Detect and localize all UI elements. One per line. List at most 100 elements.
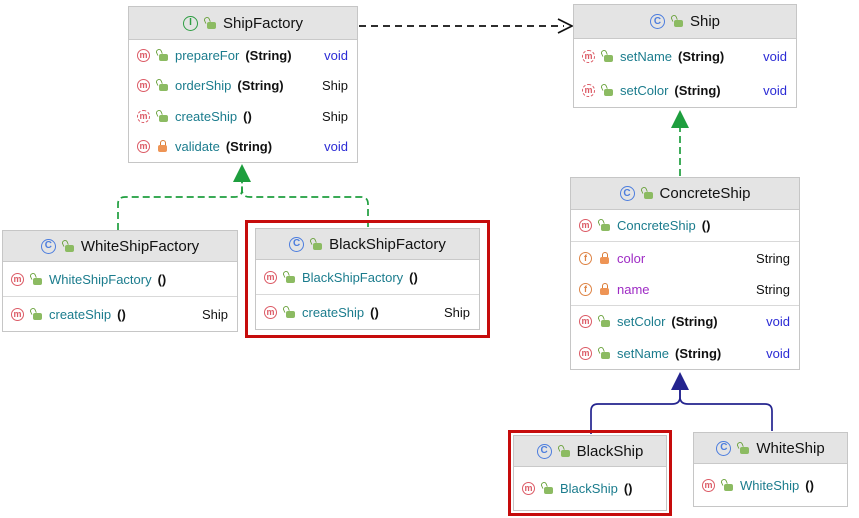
class-icon: C	[716, 440, 732, 456]
field-type: String	[756, 282, 790, 298]
public-lock-icon	[309, 236, 323, 251]
realization-edge-concreteship-ship[interactable]	[671, 110, 689, 176]
constructor-params: ()	[157, 271, 167, 287]
method-params: (String)	[245, 47, 292, 63]
field-name: color	[617, 250, 646, 266]
constructor-params: ()	[805, 477, 814, 493]
constructor-name: WhiteShipFactory	[49, 271, 152, 287]
class-title: WhiteShip	[756, 439, 825, 457]
constructor-params: ()	[701, 218, 711, 234]
return-type: void	[763, 82, 787, 98]
method-name: validate	[175, 139, 220, 155]
shipfactory-header[interactable]: I ShipFactory	[129, 7, 357, 40]
class-node-whiteshipfactory[interactable]: C WhiteShipFactory m WhiteShipFactory() …	[2, 230, 238, 332]
public-lock-icon	[282, 269, 296, 284]
class-node-concreteship[interactable]: C ConcreteShip m ConcreteShip() f color …	[570, 177, 800, 370]
blackship-header[interactable]: C BlackShip	[514, 436, 666, 467]
class-title: ShipFactory	[222, 14, 304, 32]
method-icon: m	[579, 346, 592, 360]
method-icon: m	[579, 315, 592, 329]
public-lock-icon	[597, 218, 611, 232]
member-row[interactable]: m setName(String) void	[571, 338, 799, 369]
class-title: WhiteShipFactory	[80, 237, 200, 255]
method-params: (String)	[671, 314, 718, 330]
member-row[interactable]: m BlackShip ()	[514, 467, 666, 510]
ship-header[interactable]: C Ship	[574, 5, 796, 39]
member-row[interactable]: m createShip() Ship	[3, 296, 237, 331]
method-name: prepareFor	[175, 47, 240, 63]
method-params: (String)	[678, 48, 725, 64]
member-row[interactable]: m WhiteShip()	[694, 464, 847, 506]
method-icon: m	[579, 219, 592, 233]
method-name: orderShip	[175, 78, 232, 94]
public-lock-icon	[29, 306, 43, 321]
blackshipfactory-header[interactable]: C BlackShipFactory	[256, 229, 479, 260]
method-name: setColor	[617, 314, 666, 330]
class-node-blackship[interactable]: C BlackShip m BlackShip ()	[513, 435, 667, 511]
class-icon: C	[289, 236, 305, 252]
class-node-whiteship[interactable]: C WhiteShip m WhiteShip()	[693, 432, 848, 507]
class-node-ship[interactable]: C Ship m setName (String) void m setColor…	[573, 4, 797, 108]
restricted-lock-icon	[156, 140, 169, 153]
member-row[interactable]: m setName(String) void	[574, 39, 796, 73]
constructor-params: ()	[409, 269, 418, 285]
method-icon: m	[137, 48, 150, 62]
method-params: (String)	[225, 139, 273, 155]
return-type: void	[324, 139, 348, 155]
field-name: name	[617, 282, 650, 298]
return-type: void	[763, 48, 787, 64]
public-lock-icon	[155, 108, 169, 123]
public-lock-icon	[597, 345, 611, 360]
public-lock-icon	[282, 304, 296, 319]
class-icon: C	[619, 186, 635, 201]
public-lock-icon	[155, 78, 169, 92]
class-node-blackshipfactory[interactable]: C BlackShipFactory m BlackShipFactory() …	[255, 228, 480, 330]
public-lock-icon	[597, 314, 611, 328]
class-icon: C	[536, 443, 552, 459]
member-row[interactable]: m BlackShipFactory()	[256, 260, 479, 294]
generalization-edge-ships-concreteship[interactable]	[590, 372, 773, 434]
class-title: BlackShip	[576, 442, 644, 460]
return-type: void	[766, 345, 790, 361]
member-row[interactable]: m createShip() Ship	[256, 294, 479, 329]
member-row[interactable]: f color String	[571, 241, 799, 273]
member-row[interactable]: m setColor(String) void	[574, 73, 796, 107]
member-row[interactable]: m WhiteShipFactory()	[3, 262, 237, 296]
method-params: (String)	[237, 78, 284, 94]
method-params: ()	[117, 306, 126, 322]
member-row[interactable]: m ConcreteShip()	[571, 210, 799, 241]
public-lock-icon	[29, 271, 43, 286]
concreteship-header[interactable]: C ConcreteShip	[571, 178, 799, 210]
member-row[interactable]: m orderShip (String) Ship	[129, 71, 357, 102]
method-name: setName	[620, 48, 673, 64]
method-name: createShip	[302, 304, 365, 320]
abstract-method-icon: m	[582, 83, 595, 97]
constructor-name: BlackShipFactory	[302, 269, 404, 285]
member-row[interactable]: m prepareFor(String) void	[129, 40, 357, 71]
class-node-shipfactory[interactable]: I ShipFactory m prepareFor(String) void …	[128, 6, 358, 163]
method-icon: m	[264, 305, 277, 319]
method-icon: m	[522, 482, 535, 495]
public-lock-icon	[155, 47, 169, 62]
member-row[interactable]: m createShip() Ship	[129, 101, 357, 132]
method-icon: m	[137, 79, 150, 93]
public-lock-icon	[670, 14, 684, 28]
whiteship-header[interactable]: C WhiteShip	[694, 433, 847, 464]
constructor-name: BlackShip	[560, 481, 618, 496]
method-icon: m	[137, 140, 150, 154]
dependency-edge-shipfactory-ship[interactable]	[359, 18, 574, 34]
member-row[interactable]: f name String	[571, 274, 799, 305]
class-icon: C	[40, 238, 56, 254]
constructor-params: ()	[623, 481, 633, 496]
member-row[interactable]: m validate (String) void	[129, 132, 357, 163]
whiteshipfactory-header[interactable]: C WhiteShipFactory	[3, 231, 237, 262]
method-params: (String)	[675, 345, 722, 361]
member-row[interactable]: m setColor (String) void	[571, 305, 799, 337]
return-type: void	[766, 314, 790, 330]
restricted-lock-icon	[598, 283, 611, 296]
return-type: Ship	[321, 78, 348, 94]
class-icon: C	[649, 14, 665, 29]
method-name: createShip	[49, 306, 112, 322]
return-type: Ship	[321, 108, 348, 124]
method-params: ()	[370, 304, 379, 320]
